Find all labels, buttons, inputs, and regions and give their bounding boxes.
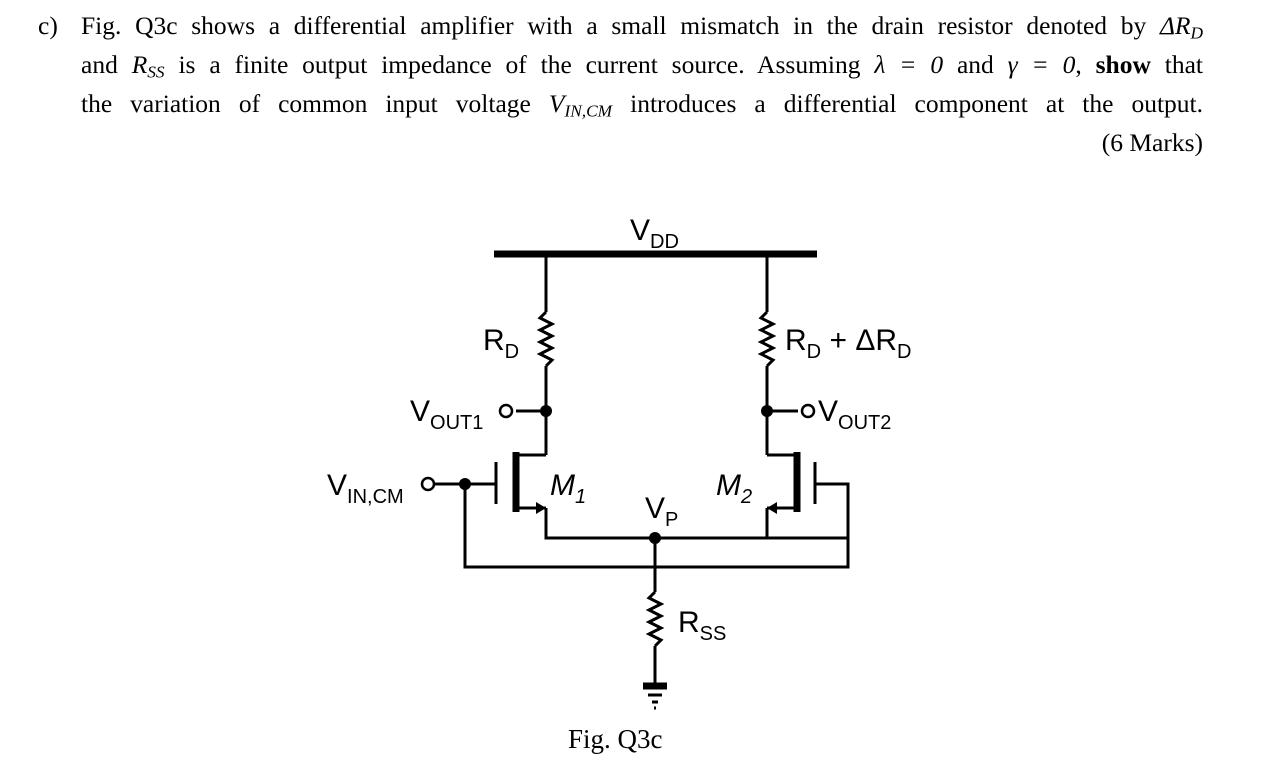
rd-right-label: RD + ΔRD	[785, 324, 911, 363]
vp-label: VP	[645, 492, 678, 531]
question-text-7: the variation of common input voltage	[81, 89, 531, 118]
vout2-terminal	[800, 403, 816, 419]
common-gate-wire	[463, 482, 850, 569]
symbol-rss: RSS	[131, 50, 165, 82]
m1-label: M1	[550, 469, 586, 508]
rd-left-label: RD	[483, 324, 519, 363]
vout2-label: VOUT2	[818, 395, 891, 434]
question-text-2: and	[81, 50, 118, 79]
question-text-1: shows a differential amplifier with a sm…	[191, 11, 1147, 40]
marks: (6 Marks)	[1101, 128, 1203, 157]
question-text: c) Fig. Q3c shows a differential amplifie…	[38, 6, 1203, 162]
question-line-2: and RSS is a finite output impedance of …	[38, 45, 1203, 84]
vout1-label: VOUT1	[410, 395, 483, 434]
resistor-rss	[645, 590, 665, 648]
m2-label: M2	[716, 469, 752, 508]
figure-caption: Fig. Q3c	[568, 724, 663, 754]
question-comma: ,	[1075, 50, 1096, 79]
resistor-rd-left	[536, 310, 556, 368]
source-node-wire	[544, 508, 848, 540]
m2-source-arrow	[767, 502, 777, 514]
question-label: c)	[38, 11, 58, 40]
rss-label: RSS	[678, 606, 726, 645]
symbol-vincm: VIN,CM	[548, 89, 613, 121]
show-word: show	[1095, 50, 1151, 79]
m1-source-arrow	[536, 502, 546, 514]
symbol-lambda: λ = 0	[874, 50, 944, 79]
vdd-label: VDD	[630, 214, 679, 253]
vout1-terminal	[498, 403, 514, 419]
question-text-3: is a finite output impedance of the curr…	[178, 50, 861, 79]
question-text-6: that	[1164, 50, 1203, 79]
resistor-rd-right	[757, 310, 777, 368]
question-line-1: c) Fig. Q3c shows a differential amplifie…	[38, 6, 1203, 45]
symbol-delta-rd: ΔRD	[1159, 11, 1203, 43]
symbol-gamma: γ = 0	[1007, 50, 1076, 79]
question-line-3: the variation of common input voltage VI…	[38, 84, 1203, 123]
vincm-label: VIN,CM	[327, 469, 404, 508]
vin-terminal	[420, 476, 436, 492]
question-text-8: introduces a differential component at t…	[630, 89, 1204, 118]
question-text-4: and	[956, 50, 994, 79]
figure-reference: Fig. Q3c	[81, 11, 178, 40]
ground-icon	[643, 682, 667, 710]
